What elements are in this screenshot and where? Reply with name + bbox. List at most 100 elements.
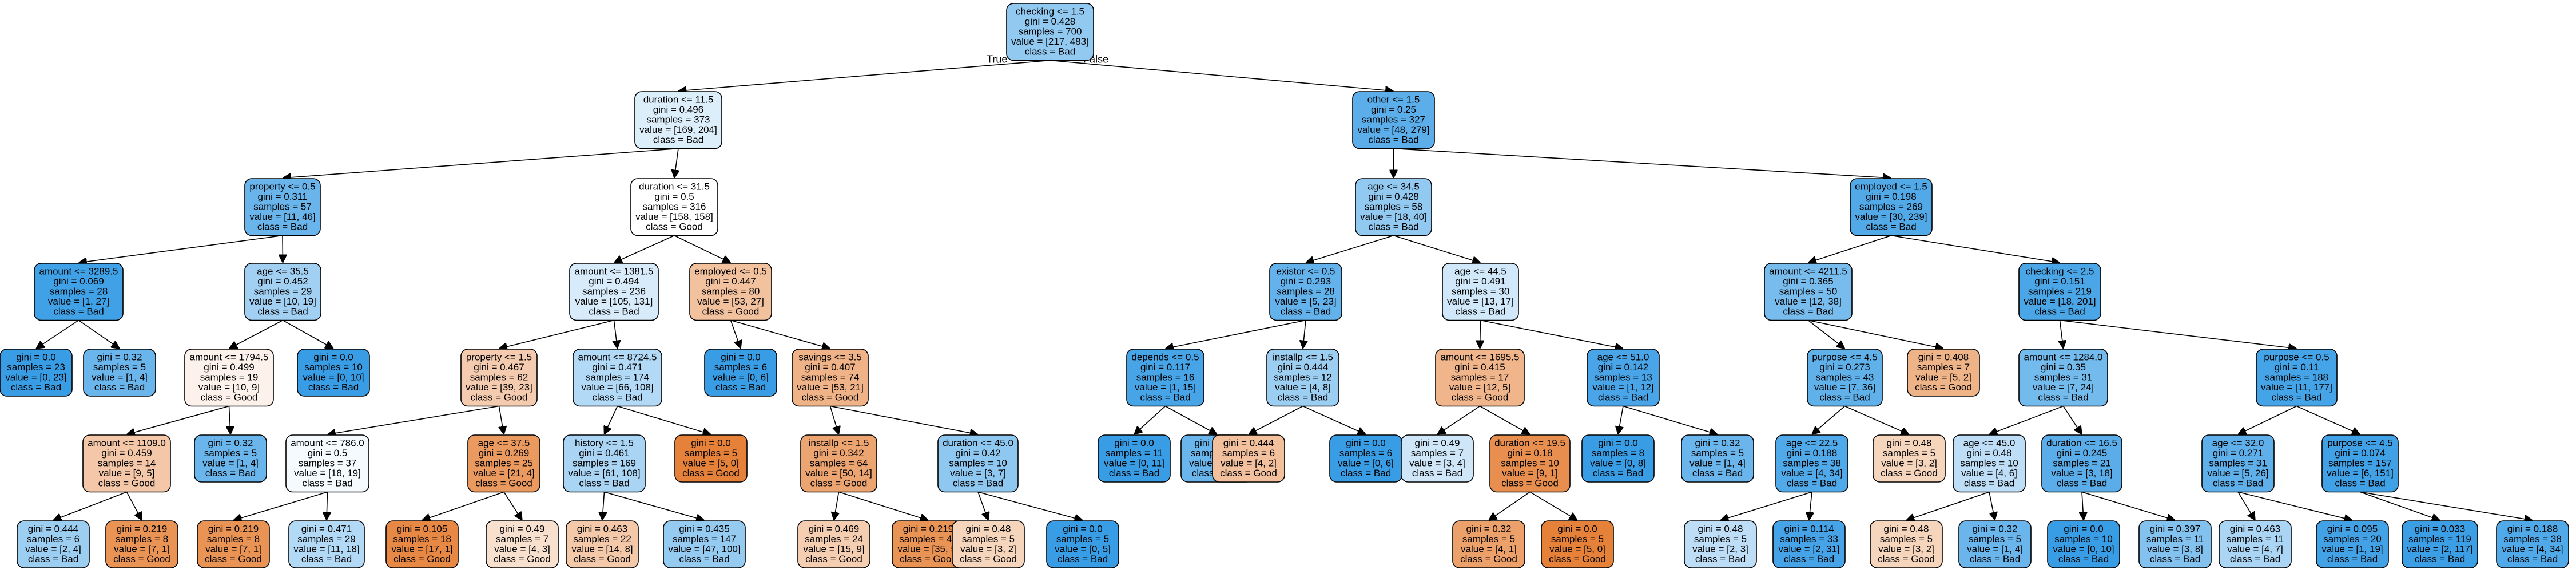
tree-edge [674,148,678,179]
node-box [563,434,646,493]
node-line: class = Good [802,392,859,403]
node-line: class = Bad [1866,222,1916,232]
node-box [1355,178,1432,236]
node-line: class = Bad [1819,392,1870,403]
node-line: gini = 0.273 [1819,362,1870,373]
node-line: class = Bad [1368,135,1418,145]
tree-edge [1302,405,1366,435]
node-line: gini = 0.35 [2041,362,2086,373]
node-line: samples = 157 [2328,458,2392,469]
node-line: class = Good [494,554,551,564]
node-line: value = [1, 4] [202,458,259,469]
tree-edge [503,492,522,521]
node-line: gini = 0.069 [53,276,104,287]
node-line: class = Bad [2327,554,2378,564]
node-line: class = Bad [2150,554,2200,564]
node-box [1541,520,1614,568]
node-box [1352,91,1435,149]
node-line: class = Bad [579,478,629,489]
node-line: gini = 0.105 [397,524,447,535]
node-line: class = Bad [53,306,104,317]
node-line: amount <= 3289.5 [39,266,118,277]
node-box [184,349,274,407]
node-line: value = [11, 177] [2261,382,2332,393]
node-line: value = [50, 14] [805,468,872,479]
node-box [952,520,1025,568]
node-line: samples = 8 [207,533,260,544]
node-line: value = [11, 46] [249,211,315,222]
node-line: samples = 58 [1365,201,1423,212]
node-line: value = [66, 108] [581,382,653,393]
node-line: samples = 5 [1694,533,1747,544]
node-line: value = [11, 18] [293,544,359,555]
node-line: value = [1, 4] [1967,544,2023,555]
node-line: value = [18, 40] [1360,211,1427,222]
node-line: samples = 7 [1917,362,1970,373]
node-line: gini = 0.32 [1695,438,1740,449]
node-line: gini = 0.117 [1140,362,1190,373]
node-line: samples = 269 [1859,201,1923,212]
tree-edge [1393,235,1481,263]
node-box [1870,520,1943,568]
node-line: gini = 0.471 [592,362,642,373]
node-line: value = [53, 21] [797,382,864,393]
node-line: gini = 0.219 [117,524,167,535]
node-line: gini = 0.219 [903,524,953,535]
node-box [2321,434,2399,493]
node-box [663,520,746,568]
node-line: samples = 8 [1592,448,1644,459]
node-line: age <= 22.5 [1786,438,1838,449]
node-line: value = [21, 4] [473,468,534,479]
node-line: gini = 0.499 [204,362,254,373]
node-line: gini = 0.469 [809,524,859,535]
node-line: samples = 7 [496,533,548,544]
node-line: gini = 0.11 [2275,362,2319,373]
node-line: class = Bad [205,468,256,479]
node-box [1807,349,1883,407]
node-line: samples = 21 [2053,458,2111,469]
tree-edge [1249,405,1303,435]
node-line: gini = 0.271 [2213,448,2263,459]
node-box [1581,434,1655,483]
node-line: class = Good [1452,392,1509,403]
node-line: value = [0, 11] [1104,458,1164,469]
node-line: installp <= 1.5 [809,438,869,449]
node-line: class = Good [98,478,156,489]
node-line: class = Good [646,222,703,232]
node-line: class = Bad [1455,306,1505,317]
node-line: value = [1, 15] [1135,382,1196,393]
node-line: gini = 0.461 [579,448,629,459]
node-line: samples = 17 [1451,372,1509,383]
node-line: class = Good [682,468,740,479]
